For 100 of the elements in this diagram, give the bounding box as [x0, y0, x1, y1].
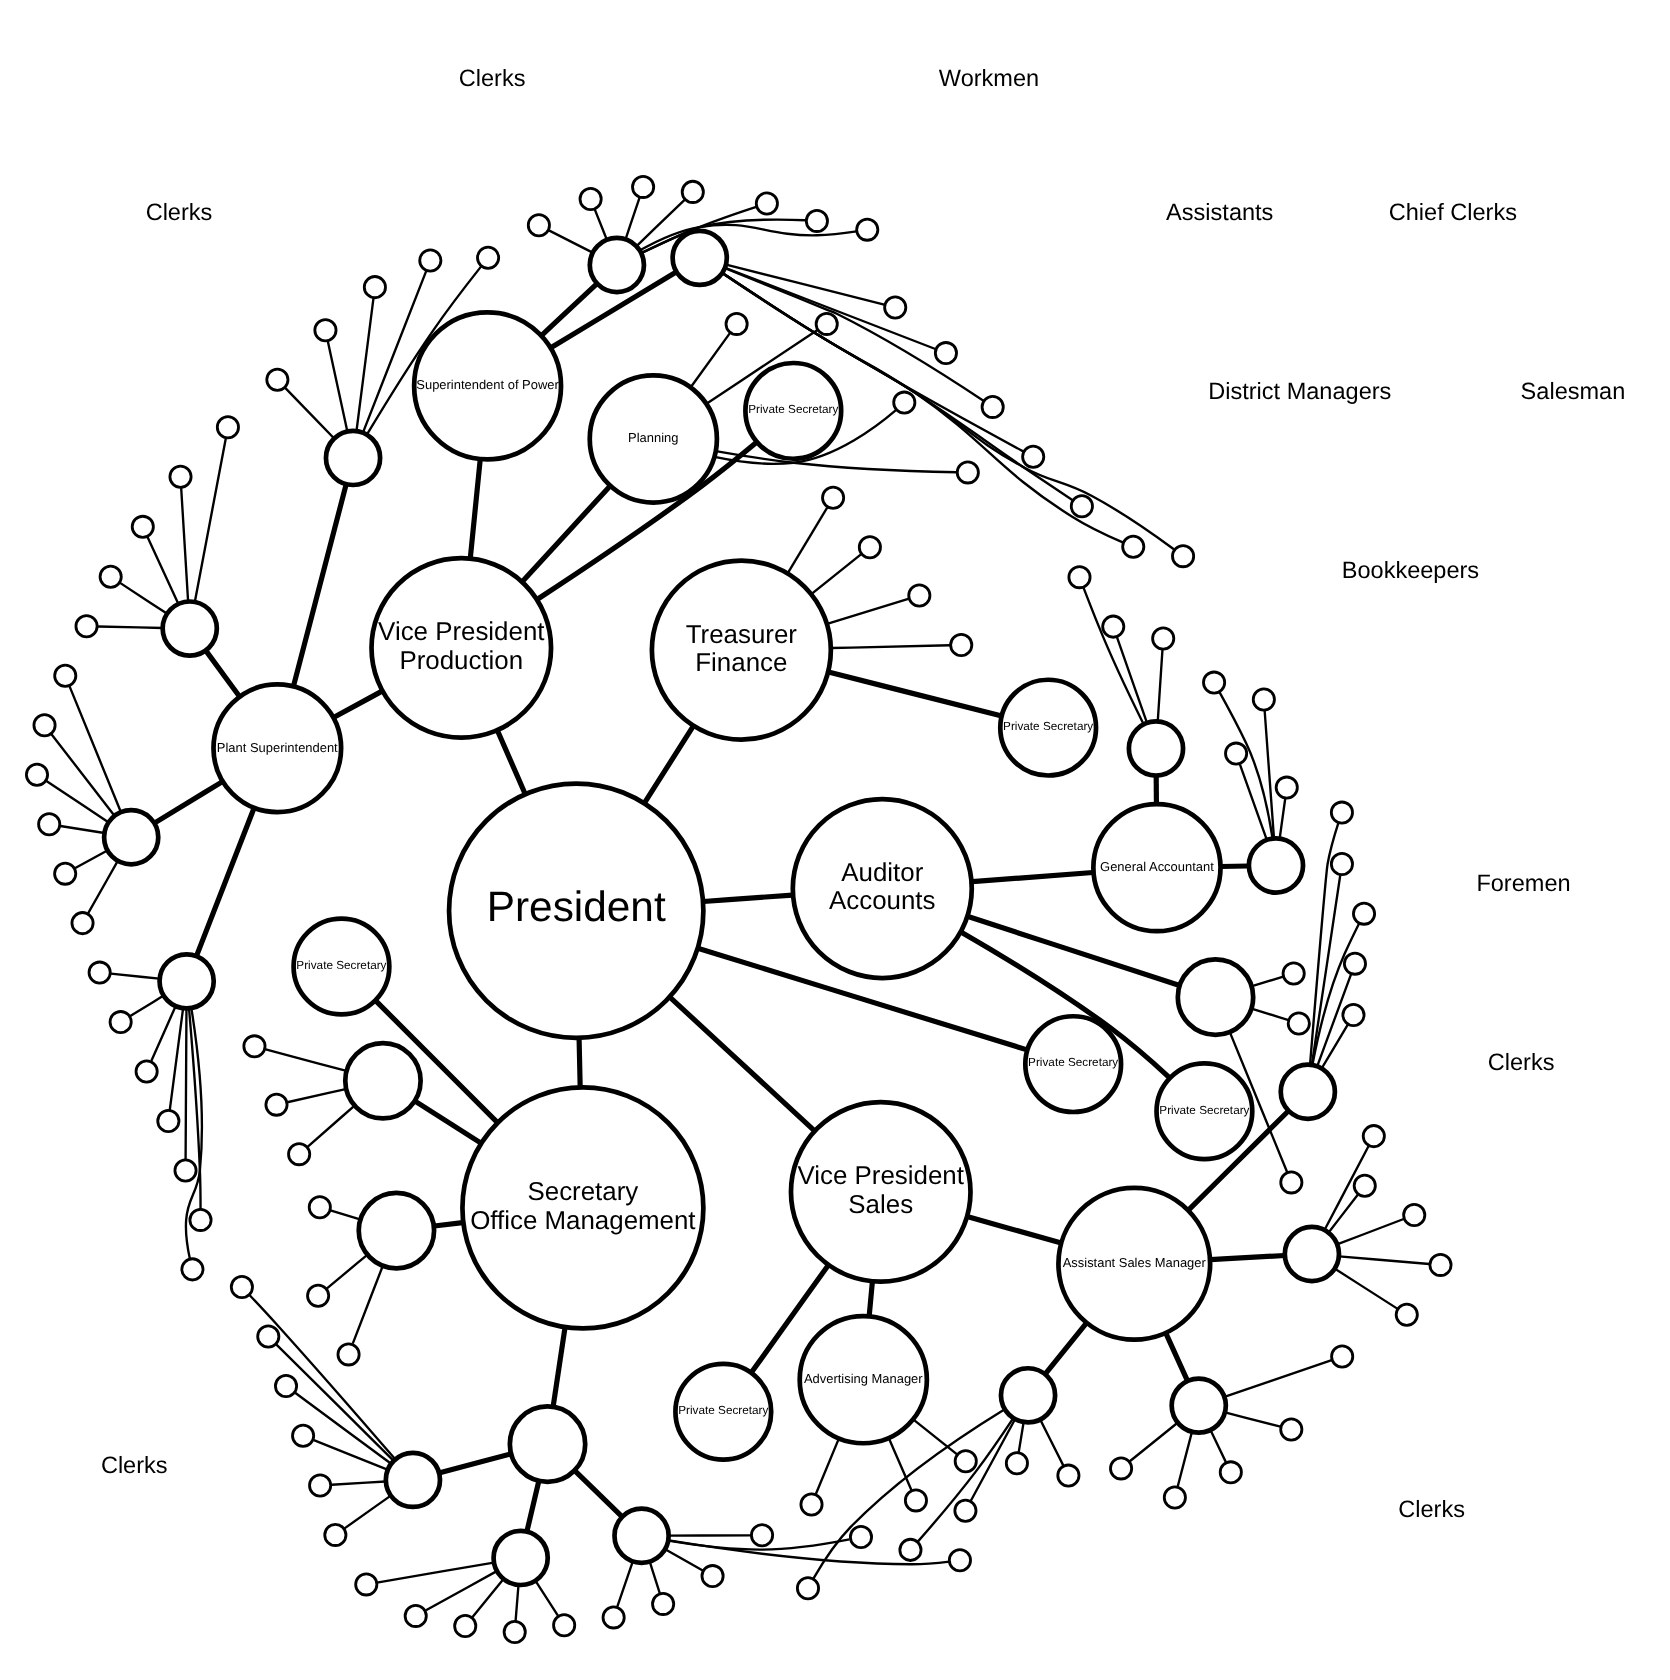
- connector: [1224, 1358, 1333, 1398]
- node-circle: [947, 1548, 972, 1573]
- node-circle: [1281, 961, 1306, 986]
- label: Chief Clerks: [1388, 199, 1517, 226]
- node-circle: [1069, 494, 1094, 519]
- label: Clerks: [1487, 1049, 1555, 1076]
- node-circle: [1004, 1451, 1029, 1476]
- node-circle: [1278, 1062, 1338, 1122]
- connector: [193, 437, 228, 602]
- connector: [119, 581, 168, 615]
- node-circle: [949, 633, 974, 658]
- connector: [697, 945, 1028, 1053]
- connector: [307, 1104, 356, 1148]
- connector: [636, 198, 686, 247]
- node-circle: [157, 951, 217, 1011]
- connector: [194, 807, 257, 957]
- connector: [534, 1580, 560, 1617]
- node-circle: [242, 1034, 267, 1059]
- connector: [706, 328, 819, 405]
- node-circle: [578, 187, 603, 212]
- node-circle: [804, 208, 829, 233]
- node-circle: [1202, 670, 1227, 695]
- node-circle: [98, 564, 123, 589]
- connector: [1210, 1252, 1285, 1263]
- connector: [714, 409, 897, 465]
- connector: [366, 265, 483, 435]
- node-circle: [1329, 851, 1354, 876]
- node-circle: [491, 1528, 551, 1588]
- node-circle: [354, 1572, 379, 1597]
- connector: [74, 849, 108, 870]
- label: Salesman: [1520, 378, 1626, 405]
- node-circle: [215, 415, 240, 440]
- connector: [1324, 1145, 1370, 1230]
- connector: [866, 1282, 875, 1317]
- node-circle: [998, 1365, 1058, 1425]
- node-circle: [953, 1498, 978, 1523]
- connector: [284, 387, 335, 439]
- label: Clerks: [145, 199, 213, 226]
- connector: [1043, 1321, 1089, 1376]
- node-circle: [1394, 1302, 1419, 1327]
- connector: [425, 1570, 497, 1612]
- connector: [330, 1209, 361, 1221]
- node-circle: [291, 1423, 316, 1448]
- node-circle: [74, 614, 99, 639]
- connector: [1339, 1255, 1430, 1266]
- connector: [967, 914, 1180, 988]
- connector: [548, 229, 593, 254]
- node-circle: [631, 174, 656, 199]
- connector: [168, 1008, 185, 1111]
- label: District Managers: [1208, 378, 1392, 405]
- connector: [495, 730, 528, 795]
- connector: [827, 669, 1002, 719]
- connector: [294, 1391, 392, 1465]
- label: Workmen: [938, 65, 1040, 92]
- node-circle: [754, 191, 779, 216]
- node-circle: [1175, 957, 1256, 1038]
- connector: [1153, 776, 1159, 804]
- node-circle: [1171, 544, 1196, 569]
- connector: [1316, 973, 1353, 1067]
- connector: [433, 1220, 463, 1229]
- connector: [1251, 1007, 1289, 1022]
- node-circle: [750, 1523, 775, 1548]
- node-circle: Treasurer Finance: [649, 558, 834, 742]
- label: Clerks: [458, 65, 526, 92]
- node-circle: Vice President Sales: [788, 1099, 973, 1285]
- node-circle: [1352, 1173, 1377, 1198]
- node-circle: [342, 1040, 423, 1121]
- node-circle: [265, 367, 290, 392]
- connector: [1187, 1109, 1290, 1212]
- connector: [912, 1418, 958, 1456]
- connector: [1238, 764, 1268, 840]
- connector: [413, 1098, 482, 1146]
- connector: [45, 779, 109, 824]
- connector: [722, 272, 1024, 453]
- connector: [1082, 587, 1145, 725]
- label: Foremen: [1476, 870, 1571, 897]
- node-circle: [814, 311, 839, 336]
- connector: [376, 1561, 494, 1584]
- node-circle: [1021, 444, 1046, 469]
- node-circle: [526, 213, 551, 238]
- node-circle: [955, 460, 980, 485]
- node-circle: [1162, 1485, 1187, 1510]
- connector: [1115, 636, 1148, 724]
- connector: [593, 208, 608, 241]
- node-circle: [907, 583, 932, 608]
- node-circle: [1282, 1224, 1342, 1284]
- node-circle: [313, 318, 338, 343]
- connector: [960, 929, 1172, 1080]
- node-circle: [1274, 775, 1299, 800]
- node-circle: [25, 762, 49, 787]
- node-circle: [418, 248, 443, 273]
- connector: [332, 689, 383, 720]
- node-circle: Vice President Production: [369, 555, 554, 741]
- connector: [87, 861, 119, 914]
- node-circle: President: [446, 781, 706, 1041]
- node-circle: [1169, 1376, 1229, 1436]
- node-circle: [1067, 565, 1092, 590]
- connector: [326, 340, 349, 432]
- connector: [668, 1534, 752, 1537]
- node-circle: [476, 245, 501, 270]
